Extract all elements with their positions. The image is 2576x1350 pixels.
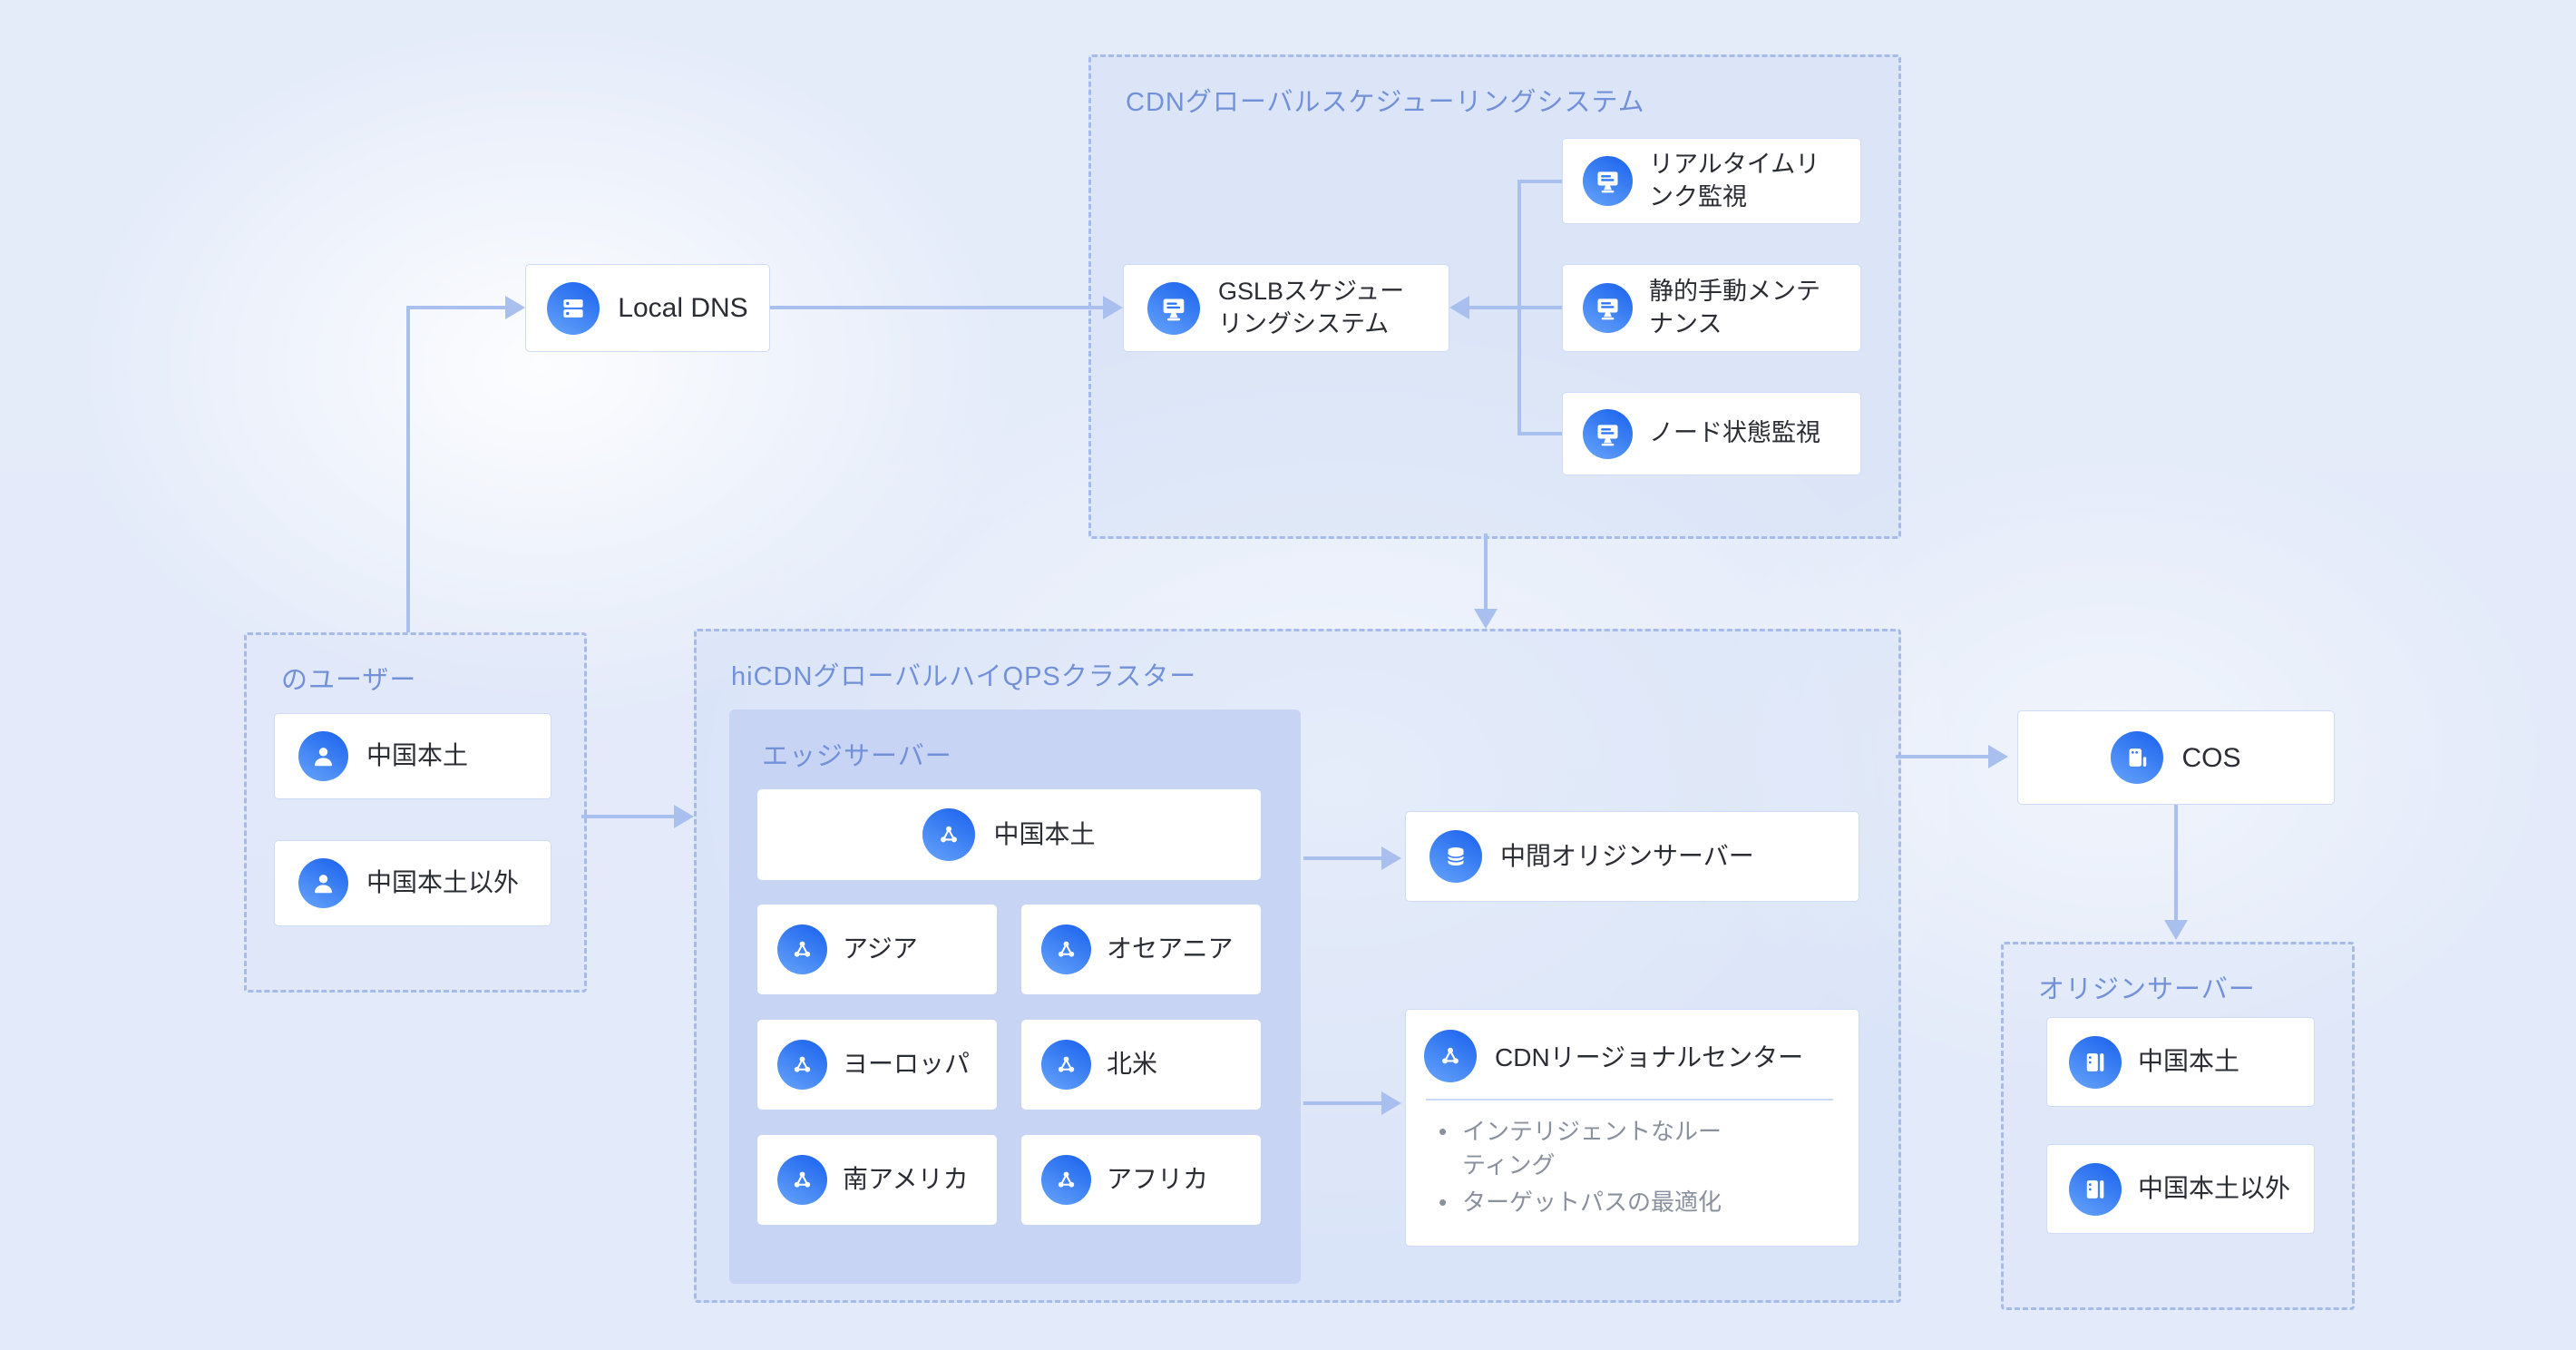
- node-mid-origin-server-label: 中間オリジンサーバー: [1500, 841, 1754, 870]
- connector-monitor1-stub: [1519, 180, 1562, 183]
- regional-center-divider: [1426, 1099, 1833, 1101]
- arrowhead-into-regional: [1381, 1091, 1401, 1115]
- node-edge-mainland: 中国本土: [757, 789, 1261, 880]
- node-cos-label: COS: [2181, 742, 2241, 773]
- node-mid-origin-server: 中間オリジンサーバー: [1405, 811, 1859, 902]
- network-node-icon: [1424, 1030, 1477, 1082]
- arrowhead-into-origin: [2164, 920, 2188, 940]
- network-node-icon: [777, 1040, 827, 1090]
- node-user-mainland-label: 中国本土: [366, 741, 469, 770]
- arrowhead-into-gslb: [1103, 296, 1123, 319]
- node-edge-oceania-label: オセアニア: [1107, 934, 1234, 964]
- node-edge-africa-label: アフリカ: [1107, 1165, 1209, 1194]
- group-users-title: のユーザー: [281, 666, 417, 695]
- node-origin-mainland-label: 中国本土: [2138, 1047, 2240, 1076]
- group-origin-server-title: オリジンサーバー: [2038, 975, 2256, 1004]
- monitor-icon: [1583, 283, 1633, 333]
- arrowhead-into-cluster-left: [674, 805, 694, 828]
- object-storage-icon: [2111, 731, 2164, 784]
- connector-users-to-cluster: [581, 815, 674, 818]
- node-origin-non-mainland-label: 中国本土以外: [2138, 1174, 2291, 1203]
- arrowhead-into-localdns: [505, 296, 525, 319]
- edge-server-title: エッジサーバー: [762, 742, 952, 771]
- node-edge-mainland-label: 中国本土: [993, 819, 1096, 848]
- node-origin-non-mainland: 中国本土以外: [2046, 1144, 2315, 1234]
- network-node-icon: [777, 924, 827, 974]
- node-gslb-label: GSLBスケジューリングシステム: [1218, 278, 1405, 338]
- node-edge-africa: アフリカ: [1021, 1135, 1261, 1225]
- node-cdn-regional-center-title: CDNリージョナルセンター: [1495, 1043, 1804, 1071]
- regional-center-feature-list: インテリジェントなルーティング ターゲットパスの最適化: [1424, 1115, 1833, 1219]
- node-edge-north-america: 北米: [1021, 1020, 1261, 1110]
- node-user-mainland: 中国本土: [274, 713, 551, 799]
- arrowhead-into-cos: [1988, 745, 2008, 768]
- connector-monitor3-stub: [1519, 432, 1562, 435]
- connector-scheduling-to-cluster: [1484, 533, 1488, 609]
- server-stack-icon: [547, 281, 600, 335]
- regional-center-feature: インテリジェントなルーティング: [1435, 1115, 1740, 1182]
- node-realtime-link-monitor-label: リアルタイムリンク監視: [1649, 151, 1820, 210]
- node-edge-asia-label: アジア: [843, 934, 918, 964]
- connector-users-to-localdns-horizontal: [406, 306, 506, 309]
- connector-edge-to-regional: [1303, 1101, 1381, 1105]
- group-hicdn-cluster-title: hiCDNグローバルハイQPSクラスター: [731, 662, 1197, 691]
- connector-localdns-to-gslb: [770, 306, 1103, 309]
- connector-cluster-to-cos: [1896, 755, 1988, 758]
- node-static-manual-maintenance: 静的手動メンテナンス: [1562, 264, 1861, 352]
- network-node-icon: [922, 808, 976, 861]
- node-cos: COS: [2017, 710, 2335, 805]
- group-origin-server: オリジンサーバー: [2001, 942, 2355, 1310]
- network-node-icon: [1041, 924, 1091, 974]
- person-icon: [298, 858, 348, 908]
- arrowhead-into-cluster-top: [1474, 609, 1498, 629]
- database-icon: [1429, 830, 1482, 883]
- monitor-icon: [1583, 156, 1633, 206]
- regional-center-feature: ターゲットパスの最適化: [1435, 1186, 1740, 1219]
- connector-cos-to-origin: [2174, 805, 2178, 920]
- node-node-status-monitor: ノード状態監視: [1562, 392, 1861, 475]
- arrowhead-into-midorigin: [1381, 846, 1401, 870]
- node-local-dns: Local DNS: [525, 264, 770, 352]
- network-node-icon: [777, 1155, 827, 1205]
- group-users: のユーザー: [244, 632, 587, 993]
- connector-monitor2-to-gslb: [1469, 306, 1562, 309]
- monitor-icon: [1583, 408, 1633, 459]
- connector-users-to-localdns-vertical: [406, 306, 410, 632]
- node-origin-mainland: 中国本土: [2046, 1017, 2315, 1107]
- connector-edge-to-midorigin: [1303, 856, 1381, 860]
- node-gslb: GSLBスケジューリングシステム: [1123, 264, 1449, 352]
- node-edge-north-america-label: 北米: [1107, 1050, 1158, 1079]
- node-edge-south-america-label: 南アメリカ: [843, 1165, 969, 1194]
- network-node-icon: [1041, 1040, 1091, 1090]
- node-edge-oceania: オセアニア: [1021, 905, 1261, 994]
- node-node-status-monitor-label: ノード状態監視: [1649, 419, 1820, 447]
- monitor-icon: [1147, 281, 1200, 335]
- person-icon: [298, 731, 348, 781]
- node-edge-asia: アジア: [757, 905, 997, 994]
- group-cdn-scheduling-title: CDNグローバルスケジューリングシステム: [1126, 88, 1645, 117]
- node-static-manual-maintenance-label: 静的手動メンテナンス: [1649, 278, 1820, 338]
- node-cdn-regional-center: CDNリージョナルセンター インテリジェントなルーティング ターゲットパスの最適…: [1405, 1009, 1859, 1247]
- node-user-non-mainland-label: 中国本土以外: [366, 868, 520, 897]
- node-edge-europe-label: ヨーロッパ: [843, 1050, 971, 1079]
- node-user-non-mainland: 中国本土以外: [274, 840, 551, 926]
- node-edge-south-america: 南アメリカ: [757, 1135, 997, 1225]
- network-node-icon: [1041, 1155, 1091, 1205]
- node-realtime-link-monitor: リアルタイムリンク監視: [1562, 138, 1861, 224]
- node-edge-europe: ヨーロッパ: [757, 1020, 997, 1110]
- server-cabinet-icon: [2069, 1035, 2122, 1089]
- arrowhead-into-gslb-right: [1449, 296, 1469, 319]
- server-cabinet-icon: [2069, 1162, 2122, 1216]
- node-local-dns-label: Local DNS: [618, 293, 748, 323]
